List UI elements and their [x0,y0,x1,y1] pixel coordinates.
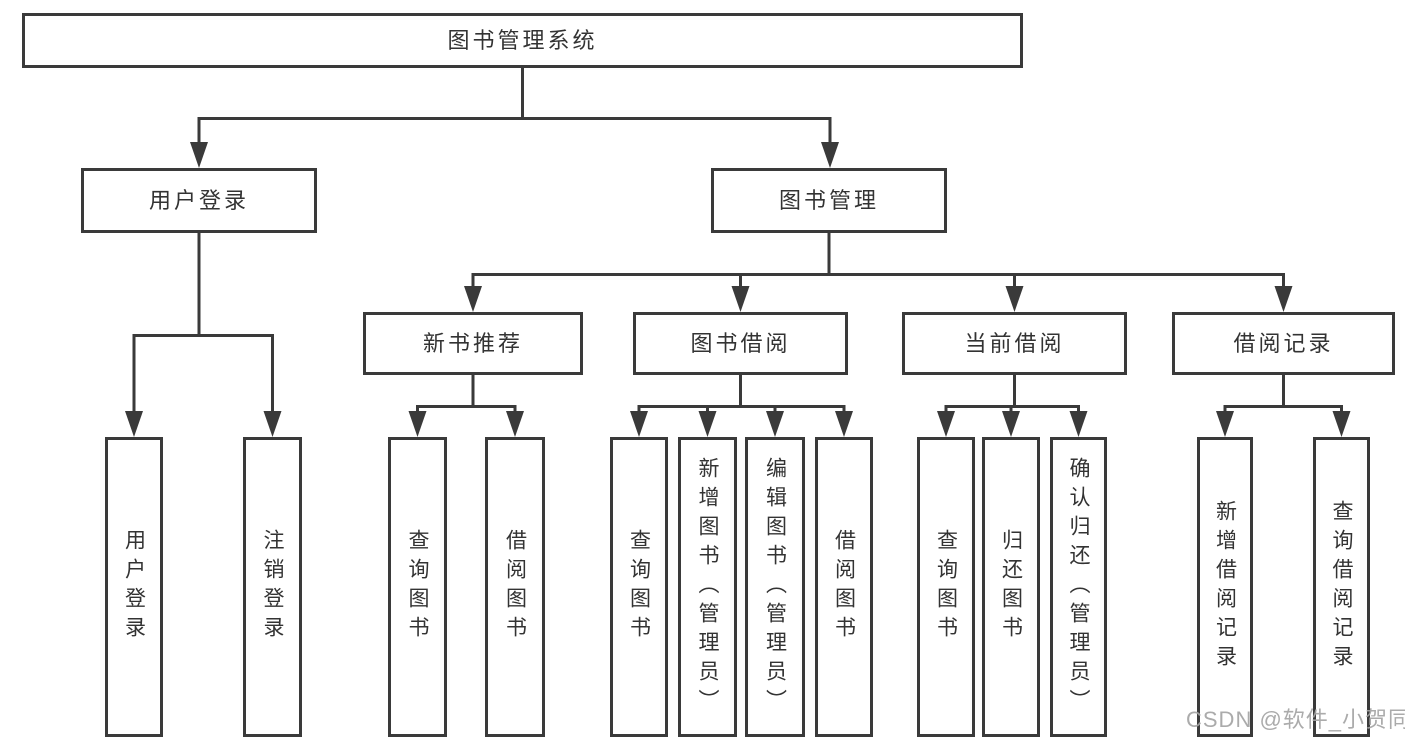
leaf-newbook-query-label: 查询图书 [406,529,430,645]
node-current-borrow: 当前借阅 [902,312,1127,375]
leaf-logout-label: 注销登录 [261,529,285,645]
leaf-record-add-label: 新增借阅记录 [1213,500,1237,674]
leaf-newbook-borrow-label: 借阅图书 [503,529,527,645]
leaf-borrow-add: 新增图书（管理员） [678,437,737,737]
leaf-current-return: 归还图书 [982,437,1040,737]
leaf-record-query: 查询借阅记录 [1313,437,1370,737]
leaf-current-confirm-label: 确认归还（管理员） [1067,456,1091,718]
leaf-user-login-label: 用户登录 [122,529,146,645]
leaf-borrow-query: 查询图书 [610,437,668,737]
leaf-record-query-label: 查询借阅记录 [1330,500,1354,674]
leaf-current-return-label: 归还图书 [999,529,1023,645]
node-user-login: 用户登录 [81,168,317,233]
node-book-borrow: 图书借阅 [633,312,848,375]
leaf-borrow-borrow: 借阅图书 [815,437,873,737]
leaf-newbook-borrow: 借阅图书 [485,437,545,737]
node-new-book-recommend-label: 新书推荐 [422,330,523,356]
leaf-newbook-query: 查询图书 [388,437,447,737]
leaf-borrow-query-label: 查询图书 [627,529,651,645]
node-user-login-label: 用户登录 [148,187,249,213]
leaf-user-login: 用户登录 [105,437,163,737]
leaf-borrow-add-label: 新增图书（管理员） [696,456,720,718]
leaf-borrow-edit: 编辑图书（管理员） [745,437,805,737]
node-borrow-record-label: 借阅记录 [1233,330,1334,356]
leaf-borrow-edit-label: 编辑图书（管理员） [763,456,787,718]
leaf-logout: 注销登录 [243,437,302,737]
leaf-record-add: 新增借阅记录 [1197,437,1253,737]
node-root: 图书管理系统 [22,13,1023,68]
arrowheads [125,142,1351,437]
leaf-current-query-label: 查询图书 [934,529,958,645]
node-new-book-recommend: 新书推荐 [363,312,583,375]
node-book-borrow-label: 图书借阅 [690,330,791,356]
node-current-borrow-label: 当前借阅 [964,330,1065,356]
csdn-watermark: CSDN @软件_小贺同学 [1186,707,1405,732]
leaf-current-query: 查询图书 [917,437,975,737]
node-root-label: 图书管理系统 [447,27,598,53]
leaf-borrow-borrow-label: 借阅图书 [832,529,856,645]
node-borrow-record: 借阅记录 [1172,312,1395,375]
node-book-management-label: 图书管理 [778,187,879,213]
leaf-current-confirm: 确认归还（管理员） [1050,437,1107,737]
node-book-management: 图书管理 [711,168,947,233]
